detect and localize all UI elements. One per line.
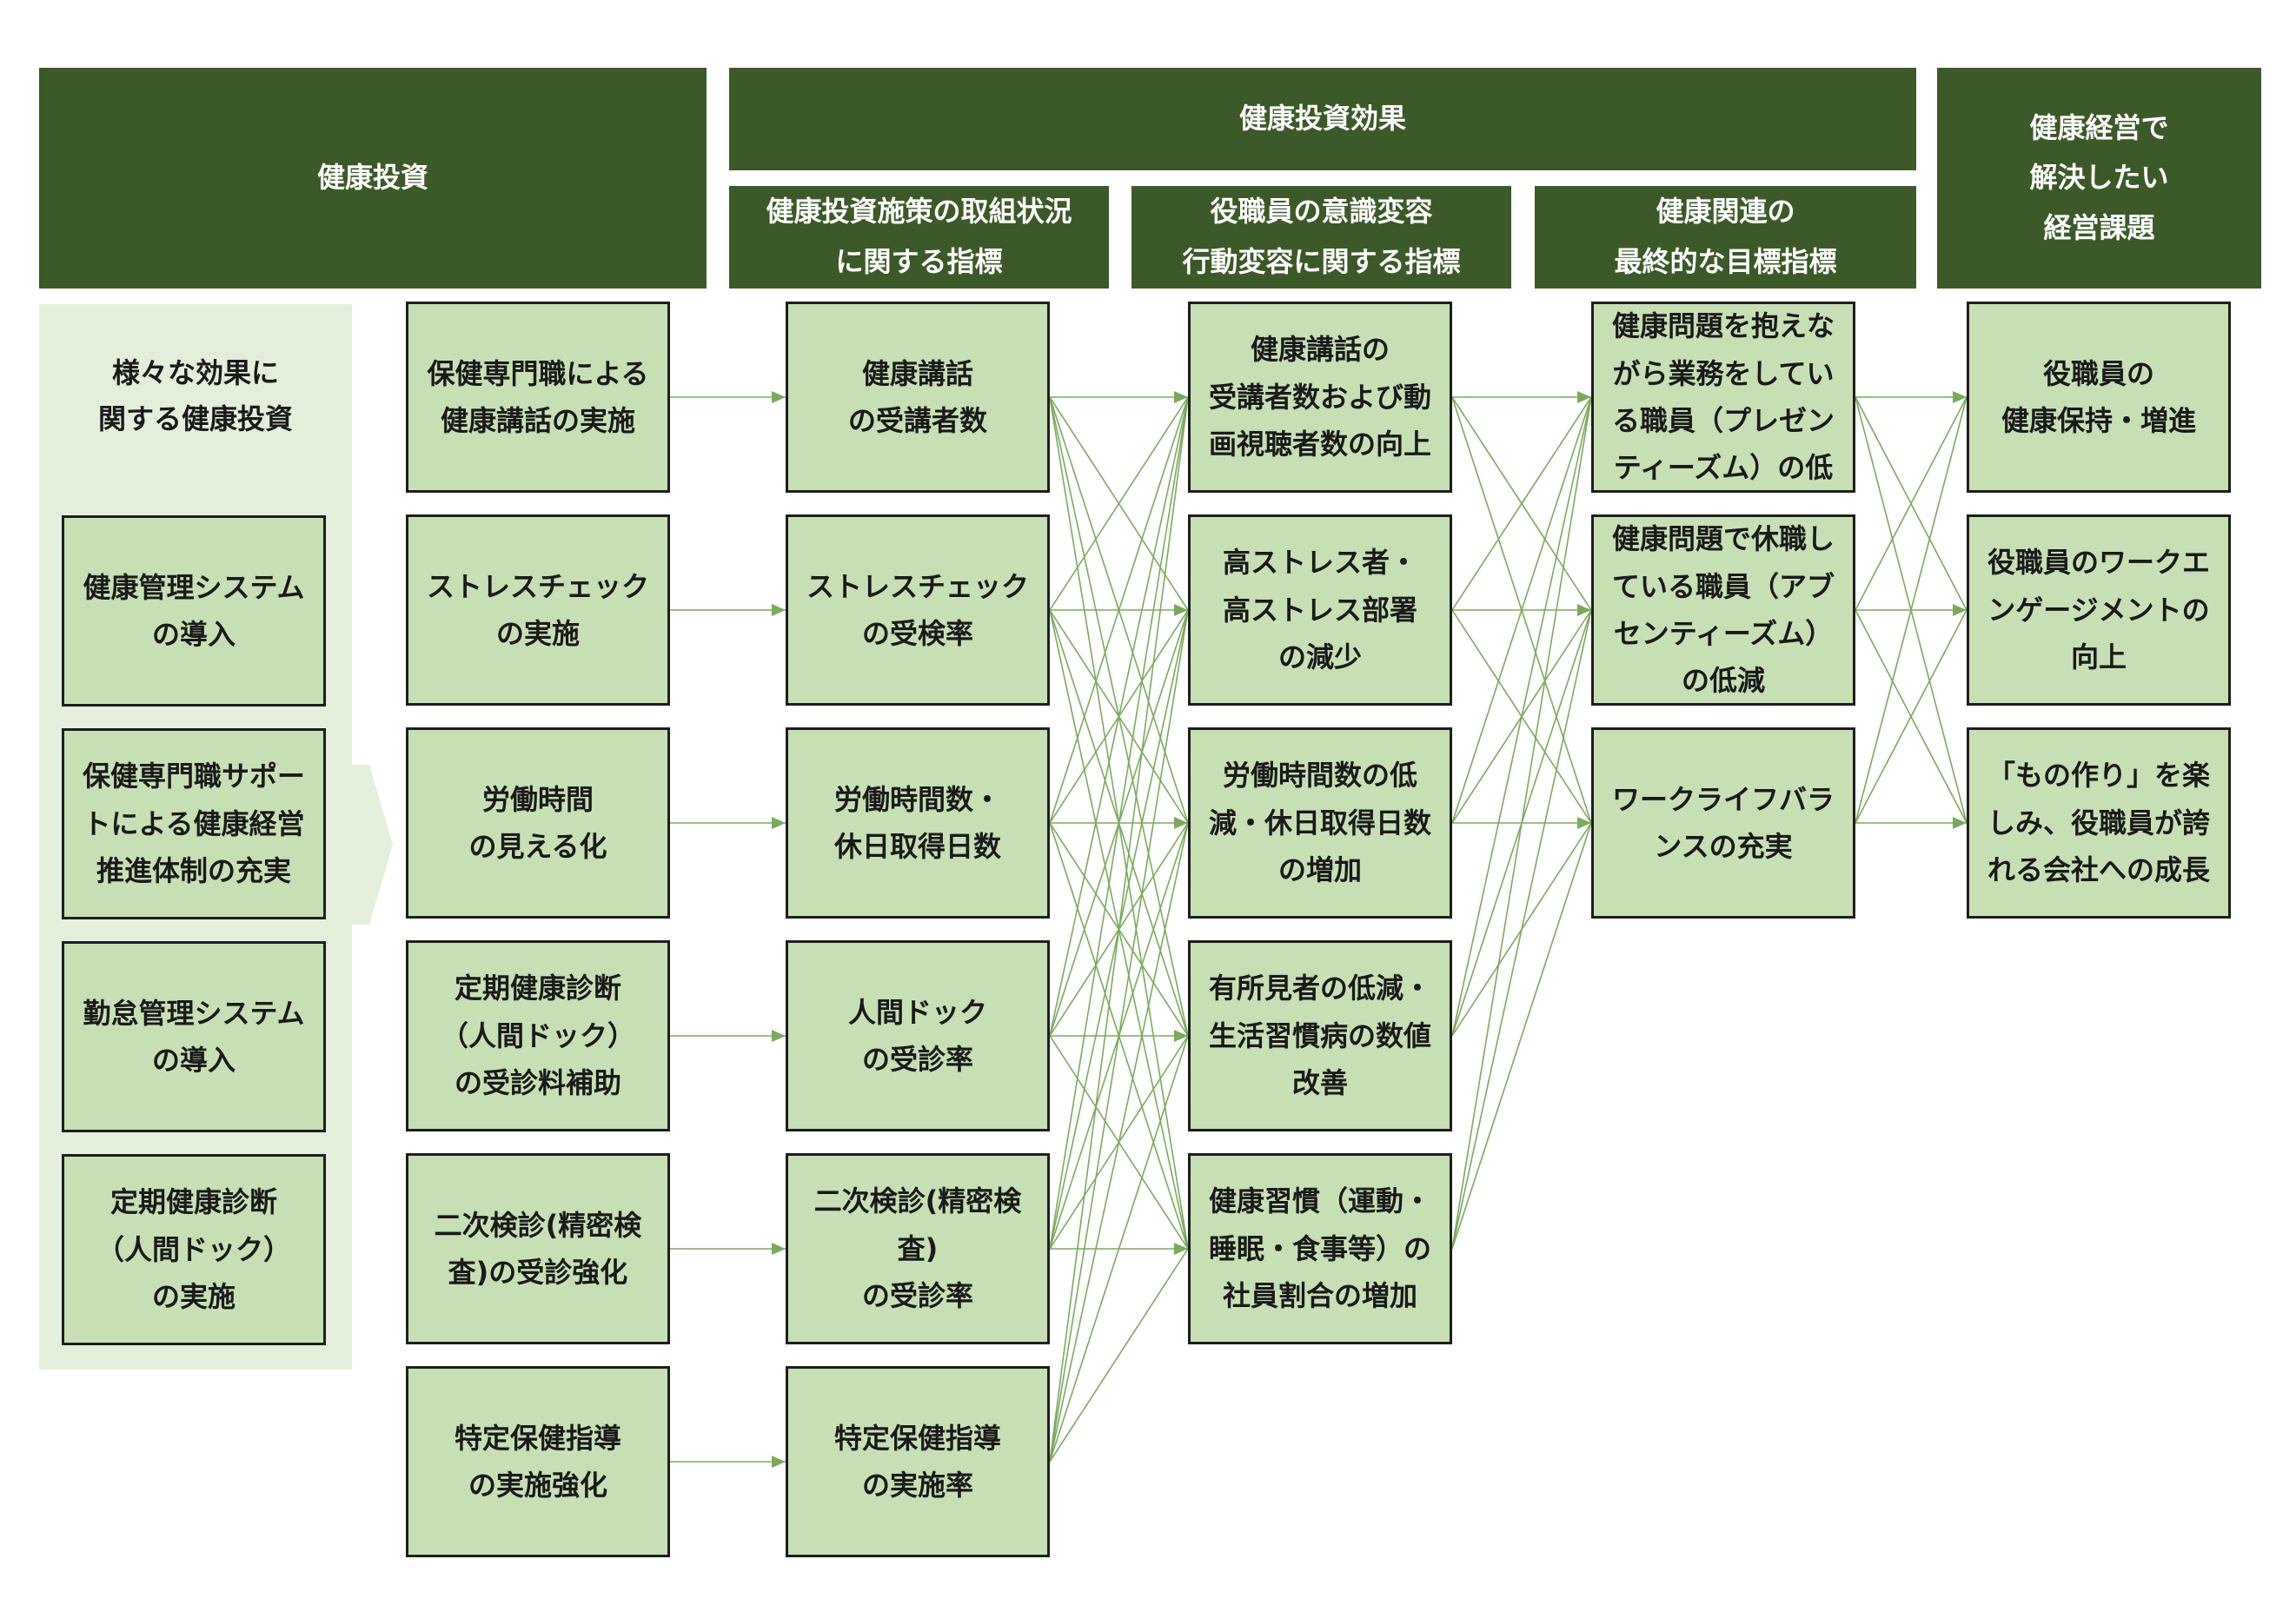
connector-line xyxy=(1049,1035,1189,1463)
arrowhead xyxy=(1174,604,1188,616)
indicator-box: 健康講話 の受講者数 xyxy=(786,302,1050,493)
header-investment-effect: 健康投資効果 xyxy=(729,68,1916,170)
arrowhead xyxy=(1953,817,1967,829)
connector-line xyxy=(1451,822,1592,1250)
awareness-box: 高ストレス者・ 高ストレス部署 の減少 xyxy=(1188,514,1452,706)
connector-line xyxy=(1451,396,1592,1250)
header-initiative-indicators: 健康投資施策の取組状況 に関する指標 xyxy=(729,186,1109,289)
final-goal-box: ワークライフバラ ンスの充実 xyxy=(1591,727,1855,919)
arrowhead xyxy=(1953,391,1967,403)
arrowhead xyxy=(772,1030,786,1042)
panel-item: 定期健康診断 （人間ドック） の実施 xyxy=(62,1154,326,1345)
measure-box: ストレスチェック の実施 xyxy=(406,514,670,706)
header-health-investment: 健康投資 xyxy=(39,68,707,289)
management-issue-box: 「もの作り」を楽 しみ、役職員が誇 れる会社への成長 xyxy=(1967,727,2231,919)
awareness-box: 労働時間数の低 減・休日取得日数 の増加 xyxy=(1188,727,1452,919)
arrowhead xyxy=(772,1243,786,1255)
indicator-box: 労働時間数・ 休日取得日数 xyxy=(786,727,1050,919)
arrowhead xyxy=(1174,1243,1188,1255)
panel-arrow xyxy=(352,765,393,925)
management-issue-box: 役職員のワークエ ンゲージメントの 向上 xyxy=(1967,514,2231,706)
arrowhead xyxy=(772,1456,786,1468)
connector-line xyxy=(1855,609,1968,824)
measure-box: 二次検診(精密検 査)の受診強化 xyxy=(406,1153,670,1344)
measure-box: 労働時間 の見える化 xyxy=(406,727,670,919)
panel-item: 勤怠管理システム の導入 xyxy=(62,941,326,1132)
connector-line xyxy=(1049,396,1189,1463)
connector-line xyxy=(1049,396,1189,611)
connector-line xyxy=(1049,609,1189,1463)
arrowhead xyxy=(1953,604,1967,616)
arrowhead xyxy=(772,391,786,403)
connector-line xyxy=(1451,396,1592,611)
awareness-box: 健康講話の 受講者数および動 画視聴者数の向上 xyxy=(1188,302,1452,493)
connector-line xyxy=(1049,396,1189,1250)
measure-box: 保健専門職による 健康講話の実施 xyxy=(406,302,670,493)
connector-line xyxy=(1049,822,1189,1463)
header-final-indicators: 健康関連の 最終的な目標指標 xyxy=(1535,186,1916,289)
header-management-issues: 健康経営で 解決したい 経営課題 xyxy=(1937,68,2261,289)
awareness-box: 健康習慣（運動・ 睡眠・食事等）の 社員割合の増加 xyxy=(1188,1153,1452,1344)
connector-line xyxy=(1855,396,1968,824)
indicator-box: 人間ドック の受診率 xyxy=(786,940,1050,1131)
connector-line xyxy=(1049,396,1189,1037)
indicator-box: 二次検診(精密検 査) の受診率 xyxy=(786,1153,1050,1344)
connector-line xyxy=(1451,396,1592,824)
arrowhead xyxy=(1174,1030,1188,1042)
connector-line xyxy=(1451,396,1592,1037)
arrowhead xyxy=(1174,817,1188,829)
arrowhead xyxy=(1577,817,1591,829)
indicator-box: 特定保健指導 の実施率 xyxy=(786,1366,1050,1557)
indicator-box: ストレスチェック の受検率 xyxy=(786,514,1050,706)
arrowhead xyxy=(1174,391,1188,403)
measure-box: 特定保健指導 の実施強化 xyxy=(406,1366,670,1557)
panel-item: 健康管理システム の導入 xyxy=(62,515,326,707)
connector-line xyxy=(1451,609,1592,1250)
arrowhead xyxy=(772,604,786,616)
management-issue-box: 役職員の 健康保持・増進 xyxy=(1967,302,2231,493)
connector-line xyxy=(1049,1248,1189,1463)
final-goal-box: 健康問題で休職し ている職員（アブ センティーズム） の低減 xyxy=(1591,514,1855,706)
header-awareness-indicators: 役職員の意識変容 行動変容に関する指標 xyxy=(1131,186,1511,289)
arrowhead xyxy=(1577,391,1591,403)
connector-line xyxy=(1049,396,1189,824)
arrowhead xyxy=(1577,604,1591,616)
panel-item: 保健専門職サポー トによる健康経営 推進体制の充実 xyxy=(62,728,326,919)
arrowhead xyxy=(772,817,786,829)
measure-box: 定期健康診断 （人間ドック） の受診料補助 xyxy=(406,940,670,1131)
various-effects-title: 様々な効果に 関する健康投資 xyxy=(97,356,293,435)
final-goal-box: 健康問題を抱えな がら業務をしてい る職員（プレゼン ティーズム）の低 xyxy=(1591,302,1855,493)
connector-line xyxy=(1855,396,1968,611)
awareness-box: 有所見者の低減・ 生活習慣病の数値 改善 xyxy=(1188,940,1452,1131)
